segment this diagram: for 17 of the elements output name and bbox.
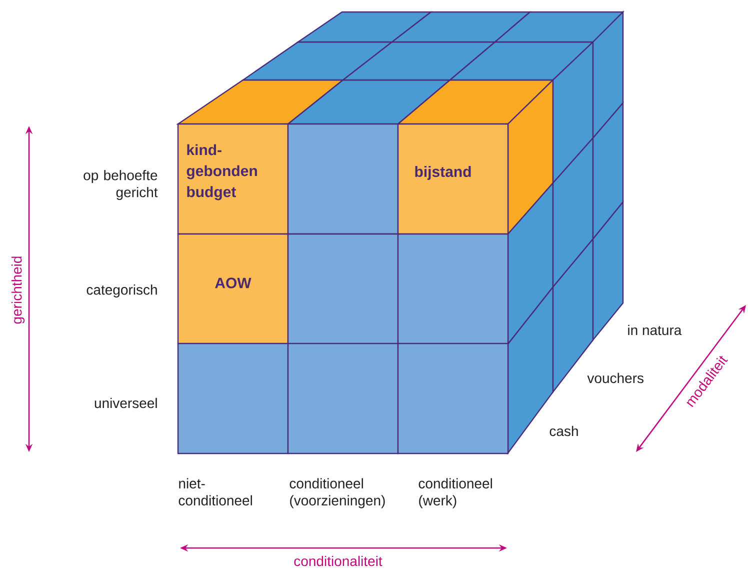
axis-label: gerichtheid (11, 256, 25, 324)
cube-cell: bijstand (397, 123, 509, 235)
cube-cell (397, 233, 509, 345)
cube-cell: AOW (177, 233, 289, 345)
category-label: op behoefte gericht (84, 170, 158, 200)
category-label: vouchers (587, 372, 644, 384)
cube-cell: kind-gebonden budget (177, 123, 289, 235)
category-label: in natura (628, 324, 682, 336)
category-label: conditioneel (werk) (418, 478, 492, 508)
axis-label: conditionaliteit (294, 556, 382, 566)
cube-cell (177, 342, 289, 454)
category-label: niet-conditioneel (178, 478, 252, 506)
cube-cell (397, 342, 509, 454)
cube-cell (287, 233, 399, 345)
cube-cell (287, 123, 399, 235)
category-label: conditioneel (voorzieningen) (290, 478, 385, 508)
cube-cell (287, 342, 399, 454)
